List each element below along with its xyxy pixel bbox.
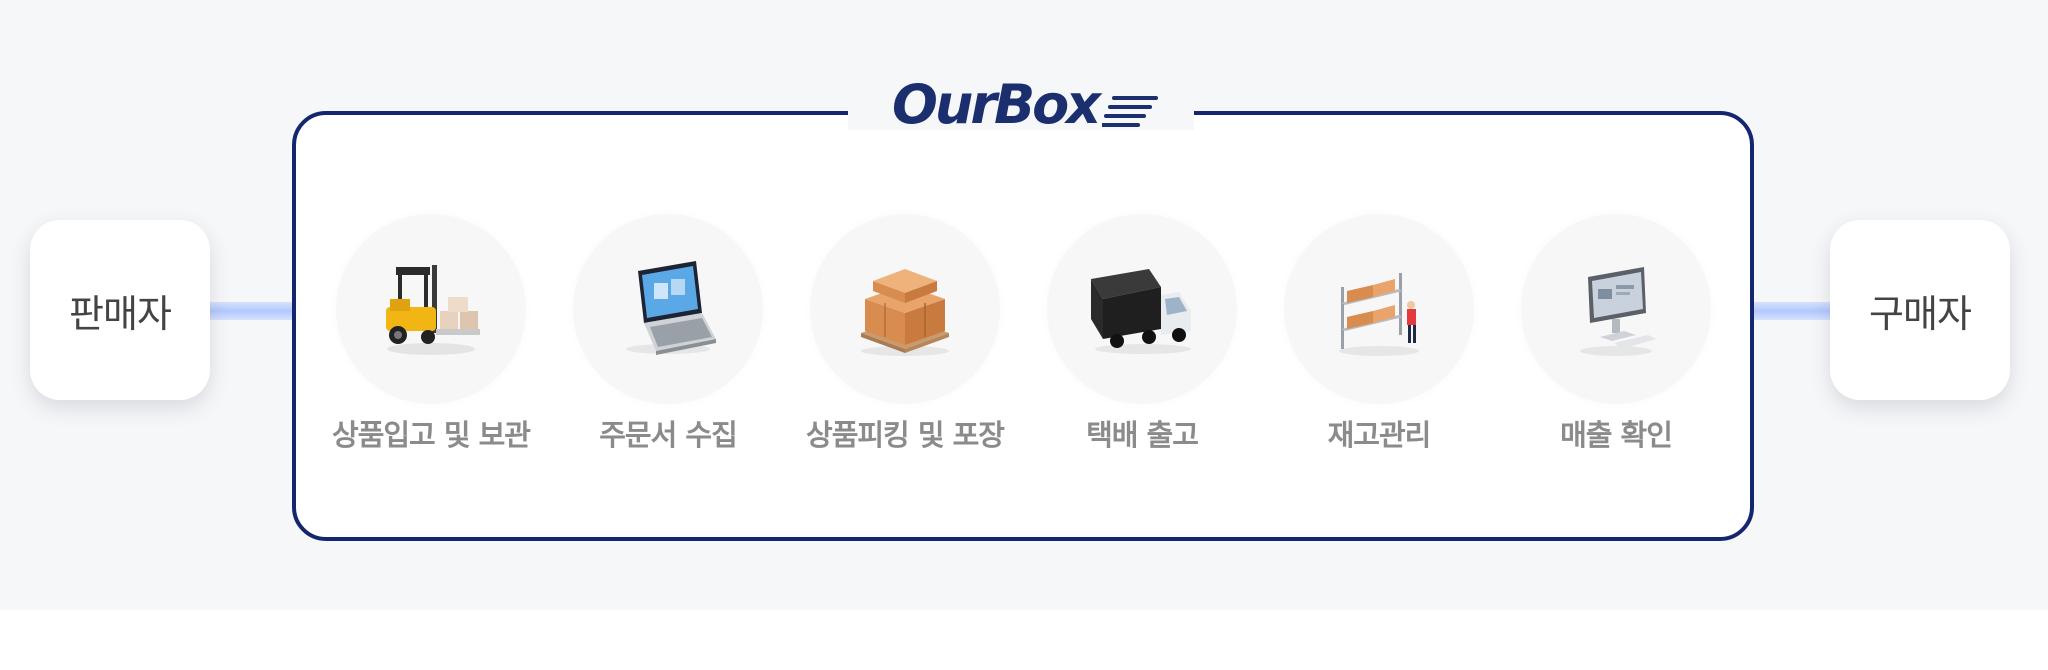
step-inbound-storage: 상품입고 및 보관 — [336, 214, 526, 404]
step-parcel-dispatch: 택배 출고 — [1047, 214, 1237, 404]
buyer-label: 구매자 — [1869, 283, 1971, 338]
step-inventory-management: 재고관리 — [1284, 214, 1474, 404]
step-icon-circle — [810, 214, 1000, 404]
step-sales-check: 매출 확인 — [1521, 214, 1711, 404]
logo-text: OurBox — [892, 78, 1098, 132]
process-diagram: OurBox 판매자 구매자 — [0, 0, 2048, 610]
step-icon-circle — [573, 214, 763, 404]
seller-box: 판매자 — [30, 220, 210, 400]
step-picking-packing: 상품피킹 및 포장 — [810, 214, 1000, 404]
forklift-icon — [376, 259, 486, 359]
laptop-icon — [618, 259, 718, 359]
buyer-box: 구매자 — [1830, 220, 2010, 400]
ourbox-logo: OurBox — [892, 72, 1162, 138]
delivery-truck-icon — [1087, 259, 1197, 359]
step-icon-circle — [1047, 214, 1237, 404]
speed-lines-icon — [1102, 94, 1158, 130]
warehouse-shelf-icon — [1329, 259, 1429, 359]
boxes-pallet-icon — [855, 259, 955, 359]
step-order-collection: 주문서 수집 — [573, 214, 763, 404]
monitor-icon — [1566, 259, 1666, 359]
step-icon-circle — [1284, 214, 1474, 404]
seller-label: 판매자 — [69, 283, 171, 338]
step-icon-circle — [336, 214, 526, 404]
step-icon-circle — [1521, 214, 1711, 404]
step-label: 매출 확인 — [1461, 412, 1771, 454]
